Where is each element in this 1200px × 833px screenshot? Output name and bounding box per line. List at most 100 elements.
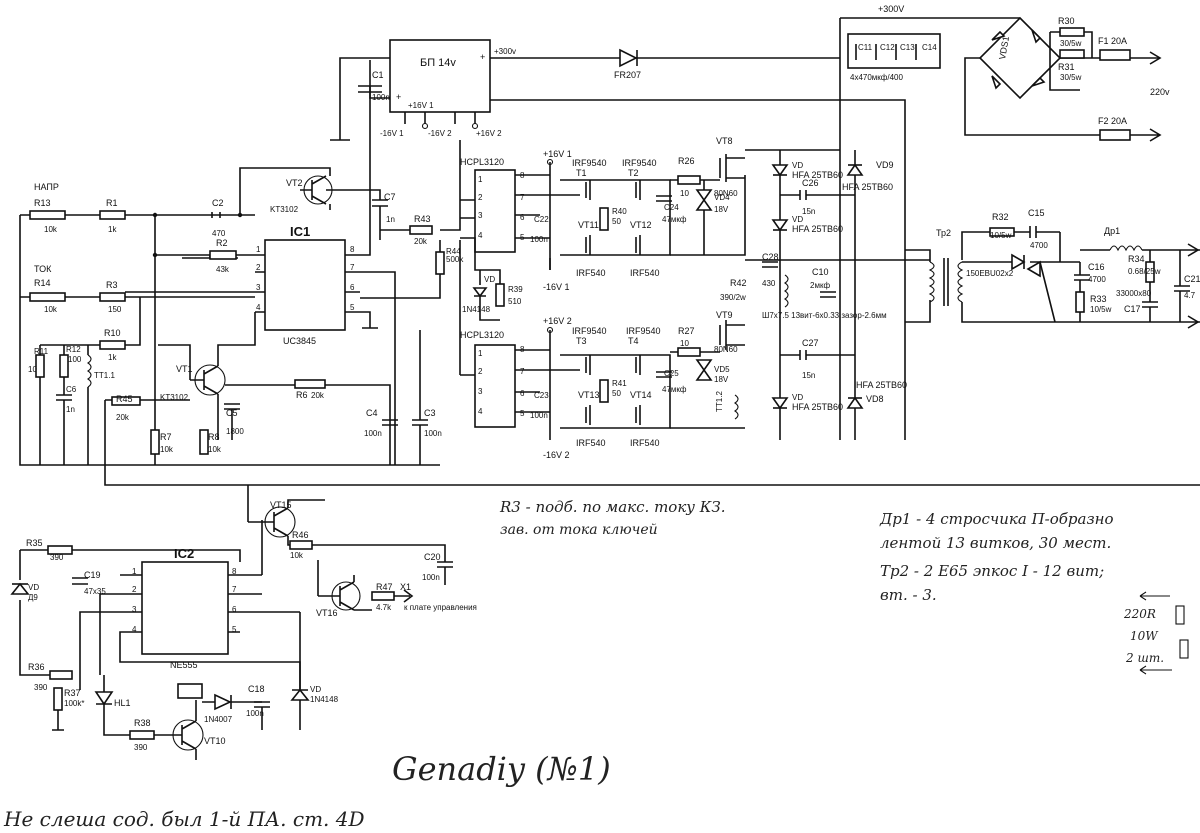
c27-capacitor [780, 350, 855, 360]
r8-value: 10k [208, 445, 222, 454]
r10-value: 1k [108, 353, 117, 362]
svg-text:7: 7 [520, 193, 525, 202]
psu-out-m16v2: -16V 2 [428, 129, 452, 138]
output-diodes: VD HFA 25TB60 VD9 HFA 25TB60 C26 15n VD … [720, 150, 930, 440]
x1-note: к плате управления [404, 603, 477, 612]
driver-lower: HCPL3120 1 2 3 4 8 7 6 5 +16V 2 C23 100n… [459, 240, 745, 460]
napr-label: НАПР [34, 182, 59, 192]
svg-text:2: 2 [256, 263, 261, 272]
r1-value: 1k [108, 225, 117, 234]
vd8-label: VD8 [866, 394, 884, 404]
r46-value: 10k [290, 551, 304, 560]
vd-d9-icon [10, 582, 30, 595]
note-r3-line2: зав. от тока ключей [500, 522, 658, 538]
vd-hfa3-icon [771, 397, 789, 410]
output-stage: Тр2 R32 10/5w C15 4700 150EBU02x2 C16 47… [905, 208, 1200, 329]
hl1-led-icon [94, 691, 114, 706]
vd5-value: 18V [714, 375, 729, 384]
signature: Genadiy (№1) [392, 750, 611, 788]
c11-14-value: 4x470мкф/400 [850, 73, 904, 82]
r46-label: R46 [292, 530, 309, 540]
svg-text:2: 2 [478, 193, 483, 202]
c6-label: C6 [66, 385, 77, 394]
c3-label: C3 [424, 408, 436, 418]
r7-value: 10k [160, 445, 174, 454]
svg-text:5: 5 [232, 625, 237, 634]
vd-hfa1-label: VD [792, 161, 803, 170]
tt1-2-label: TT1.2 [715, 391, 724, 412]
c11-label: C11 [858, 43, 873, 52]
psu-14v-box [389, 39, 491, 113]
c14-label: C14 [922, 43, 937, 52]
r30-label: R30 [1058, 16, 1075, 26]
r10-resistor [99, 340, 126, 350]
c26-value: 15n [802, 207, 815, 216]
c4-capacitor [382, 419, 398, 426]
r43-value: 20k [414, 237, 428, 246]
tr2-primary-icon [928, 261, 935, 303]
irf540-c-label: IRF540 [576, 438, 606, 448]
c17-value: 33000x80 [1116, 289, 1152, 298]
vt8-part: 80N60 [714, 189, 738, 198]
vd9-part: HFA 25TB60 [842, 182, 893, 192]
fr207-diode-icon [619, 48, 638, 68]
vd4-label: VD4 [714, 193, 730, 202]
r2-label: R2 [216, 238, 228, 248]
vd-1n4148b-label: VD [310, 685, 321, 694]
r1-resistor [99, 210, 126, 220]
bottom-note: Не слеша сод. был 1-й ПА. ст. 4D [3, 807, 365, 831]
svg-text:6: 6 [232, 605, 237, 614]
opto2-label: HCPL3120 [460, 330, 504, 340]
r41-value: 50 [612, 389, 621, 398]
r11-value: 10 [28, 365, 37, 374]
ic2-part: NE555 [170, 660, 198, 670]
r30-value: 30/5w [1060, 39, 1082, 48]
r10-label: R10 [104, 328, 121, 338]
r36-value: 390 [34, 683, 48, 692]
svg-text:5: 5 [520, 409, 525, 418]
c17-capacitor [1142, 282, 1158, 322]
psu-out-m16v1: -16V 1 [380, 129, 404, 138]
r31-label: R31 [1058, 62, 1075, 72]
r30-resistor [1059, 27, 1085, 37]
c4-value: 100n [364, 429, 382, 438]
diode-out-label: 150EBU02x2 [966, 269, 1014, 278]
svg-text:1: 1 [478, 349, 483, 358]
c12-label: C12 [880, 43, 895, 52]
c13-label: C13 [900, 43, 915, 52]
r44-resistor [435, 251, 445, 275]
vd-1n4148b-icon [290, 688, 310, 701]
note-res-220r: 220R [1123, 607, 1156, 621]
vd8-icon [846, 396, 864, 409]
psu-out-p16v2: +16V 2 [476, 129, 502, 138]
c7-label: C7 [384, 192, 396, 202]
t3-label: T3 [576, 336, 587, 346]
r43-label: R43 [414, 214, 431, 224]
ferrite-note: Ш7х7.5 13вит-6х0.33 зазор-2.6мм [762, 311, 887, 320]
svg-text:8: 8 [350, 245, 355, 254]
c10-capacitor [820, 291, 836, 298]
ic1-uc3845: IC1 UC3845 1 2 3 4 8 7 6 5 VT2 KT3102 C7… [104, 60, 1200, 486]
c4-label: C4 [366, 408, 378, 418]
c19-label: C19 [84, 570, 101, 580]
c21-label: C21 [1184, 274, 1200, 284]
c5-label: C5 [226, 408, 238, 418]
tt1-1-coil-icon [87, 354, 92, 388]
irf9540-b-label: IRF9540 [622, 158, 657, 168]
fuse-f1 [1099, 49, 1131, 61]
c16-value: 4700 [1088, 275, 1106, 284]
r31-value: 30/5w [1060, 73, 1082, 82]
c16-capacitor [1074, 262, 1090, 322]
r40-resistor [599, 207, 609, 231]
vt9-part: 80N60 [714, 345, 738, 354]
vt1-part: KT3102 [160, 393, 189, 402]
snubber-coil-icon [784, 274, 789, 308]
c25-capacitor [656, 371, 672, 378]
c21-value: 4.7 [1184, 291, 1196, 300]
opto1-label: HCPL3120 [460, 157, 504, 167]
vt2-label: VT2 [286, 178, 303, 188]
r1-label: R1 [106, 198, 118, 208]
r3-label: R3 [106, 280, 118, 290]
r36-label: R36 [28, 662, 45, 672]
vd-d9-part: Д9 [28, 593, 38, 602]
